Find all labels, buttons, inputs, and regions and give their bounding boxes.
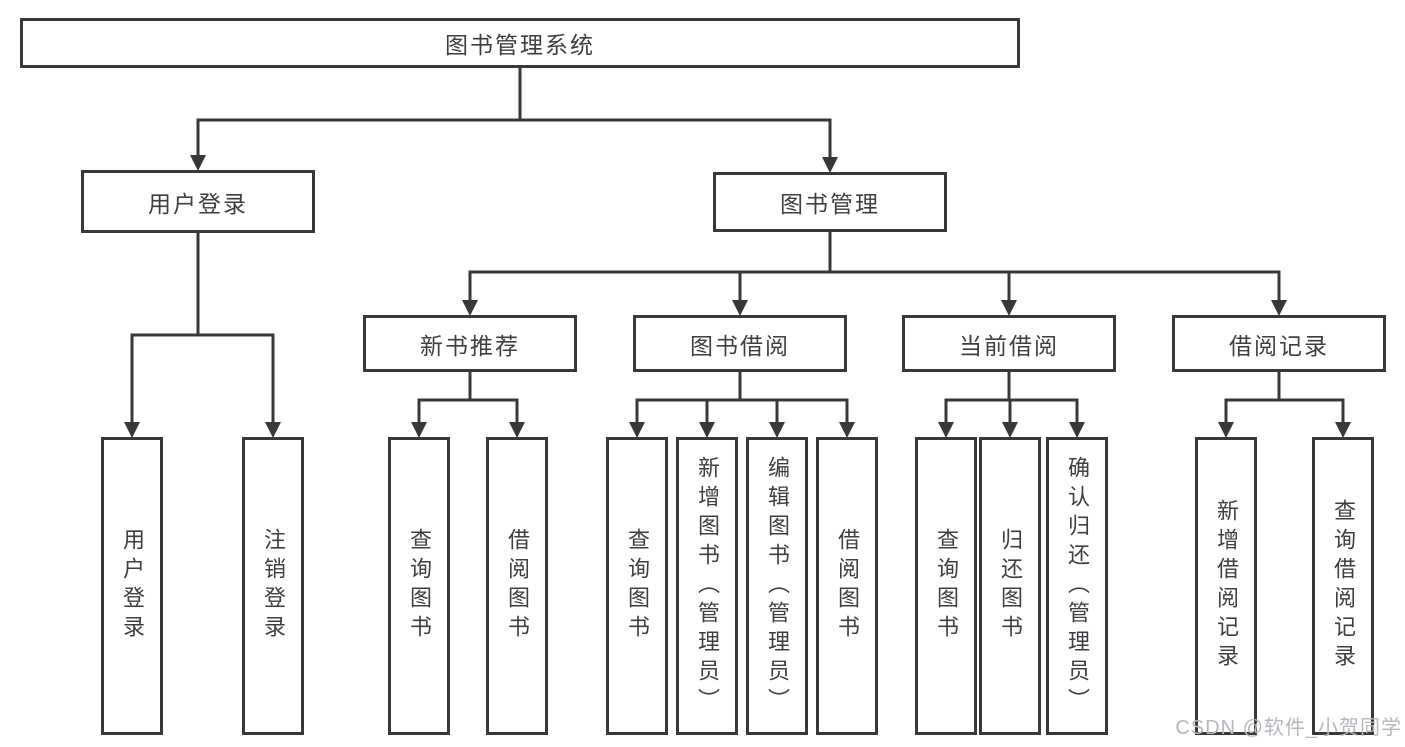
leaf-add-book-admin: 新增图书（管理员） [676, 437, 738, 735]
connector-paths [130, 68, 1345, 425]
node-library-system: 图书管理系统 [20, 18, 1020, 68]
leaf-logout-login: 注销登录 [242, 437, 304, 735]
leaf-query-books-borrowing: 查询图书 [606, 437, 668, 735]
leaf-confirm-return-admin: 确认归还（管理员） [1046, 437, 1108, 735]
node-user-login: 用户登录 [81, 170, 315, 233]
node-book-borrowing: 图书借阅 [633, 315, 847, 372]
arrowheads [124, 155, 1351, 438]
node-book-management: 图书管理 [713, 172, 947, 232]
node-new-book-recommend: 新书推荐 [363, 315, 577, 372]
leaf-user-login: 用户登录 [101, 437, 163, 735]
csdn-watermark: CSDN @软件_小贺同学 [1175, 717, 1402, 739]
leaf-borrow-books-recommend: 借阅图书 [486, 437, 548, 735]
leaf-borrow-books-borrowing: 借阅图书 [816, 437, 878, 735]
leaf-add-borrow-record: 新增借阅记录 [1195, 437, 1257, 735]
leaf-query-books-current: 查询图书 [915, 437, 977, 735]
leaf-query-books-recommend: 查询图书 [388, 437, 450, 735]
node-current-borrowing: 当前借阅 [902, 315, 1116, 372]
leaf-return-books: 归还图书 [979, 437, 1041, 735]
leaf-edit-book-admin: 编辑图书（管理员） [746, 437, 808, 735]
leaf-query-borrow-record: 查询借阅记录 [1312, 437, 1374, 735]
node-borrow-records: 借阅记录 [1172, 315, 1386, 372]
